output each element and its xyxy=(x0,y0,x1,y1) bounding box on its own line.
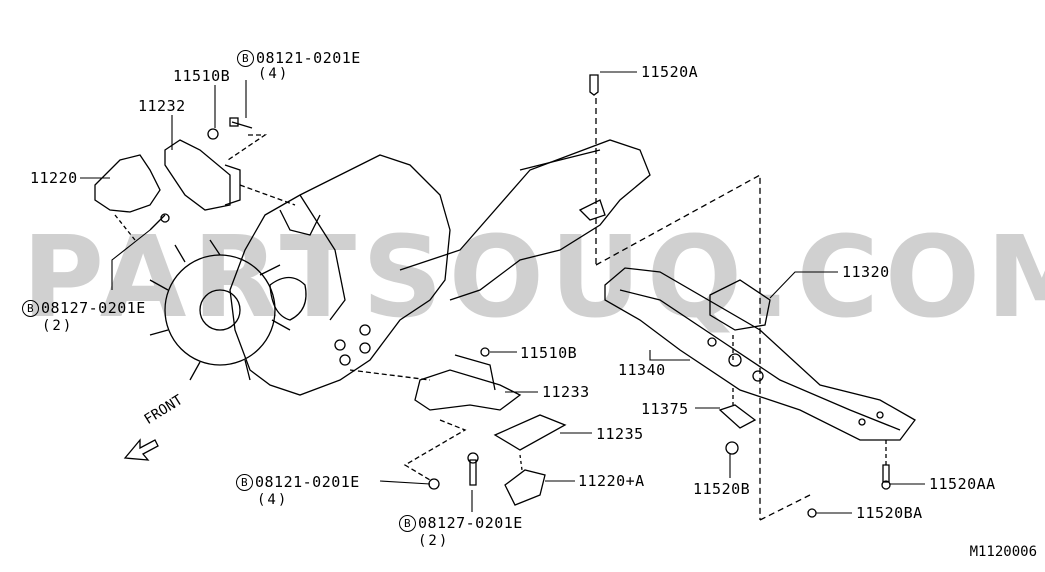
watermark: PARTSOUQ.COM xyxy=(22,213,1045,343)
bolt-symbol-icon: B xyxy=(399,515,416,532)
callout-11220[interactable]: 11220 xyxy=(30,169,78,187)
qty-label: (4) xyxy=(257,492,289,508)
crossmember xyxy=(604,267,916,441)
callout-11520ba[interactable]: 11520BA xyxy=(856,504,923,522)
diagram-code: M1120006 xyxy=(969,544,1037,560)
bolt-symbol-icon: B xyxy=(236,474,253,491)
qty-label: (2) xyxy=(42,318,74,334)
front-arrow-icon xyxy=(123,438,159,461)
callout-11220a[interactable]: 11220+A xyxy=(578,472,645,490)
engine-mount-top xyxy=(94,154,161,213)
callout-11510b-top[interactable]: 11510B xyxy=(173,67,231,85)
callout-11375[interactable]: 11375 xyxy=(641,400,689,418)
callout-11340[interactable]: 11340 xyxy=(618,361,666,379)
callout-11233[interactable]: 11233 xyxy=(542,383,590,401)
callout-11520a[interactable]: 11520A xyxy=(641,63,699,81)
bolt-symbol-icon: B xyxy=(22,300,39,317)
fan xyxy=(149,239,291,381)
callout-11510b-lower[interactable]: 11510B xyxy=(520,344,578,362)
qty-label: (4) xyxy=(258,66,290,82)
callout-11232[interactable]: 11232 xyxy=(138,97,186,115)
callout-11520b[interactable]: 11520B xyxy=(693,480,751,498)
bolt-symbol-icon: B xyxy=(237,50,254,67)
qty-label: (2) xyxy=(418,533,450,549)
transmission-mount xyxy=(709,279,771,331)
callout-11320[interactable]: 11320 xyxy=(842,263,890,281)
callout-11235[interactable]: 11235 xyxy=(596,425,644,443)
callout-11520aa[interactable]: 11520AA xyxy=(929,475,996,493)
